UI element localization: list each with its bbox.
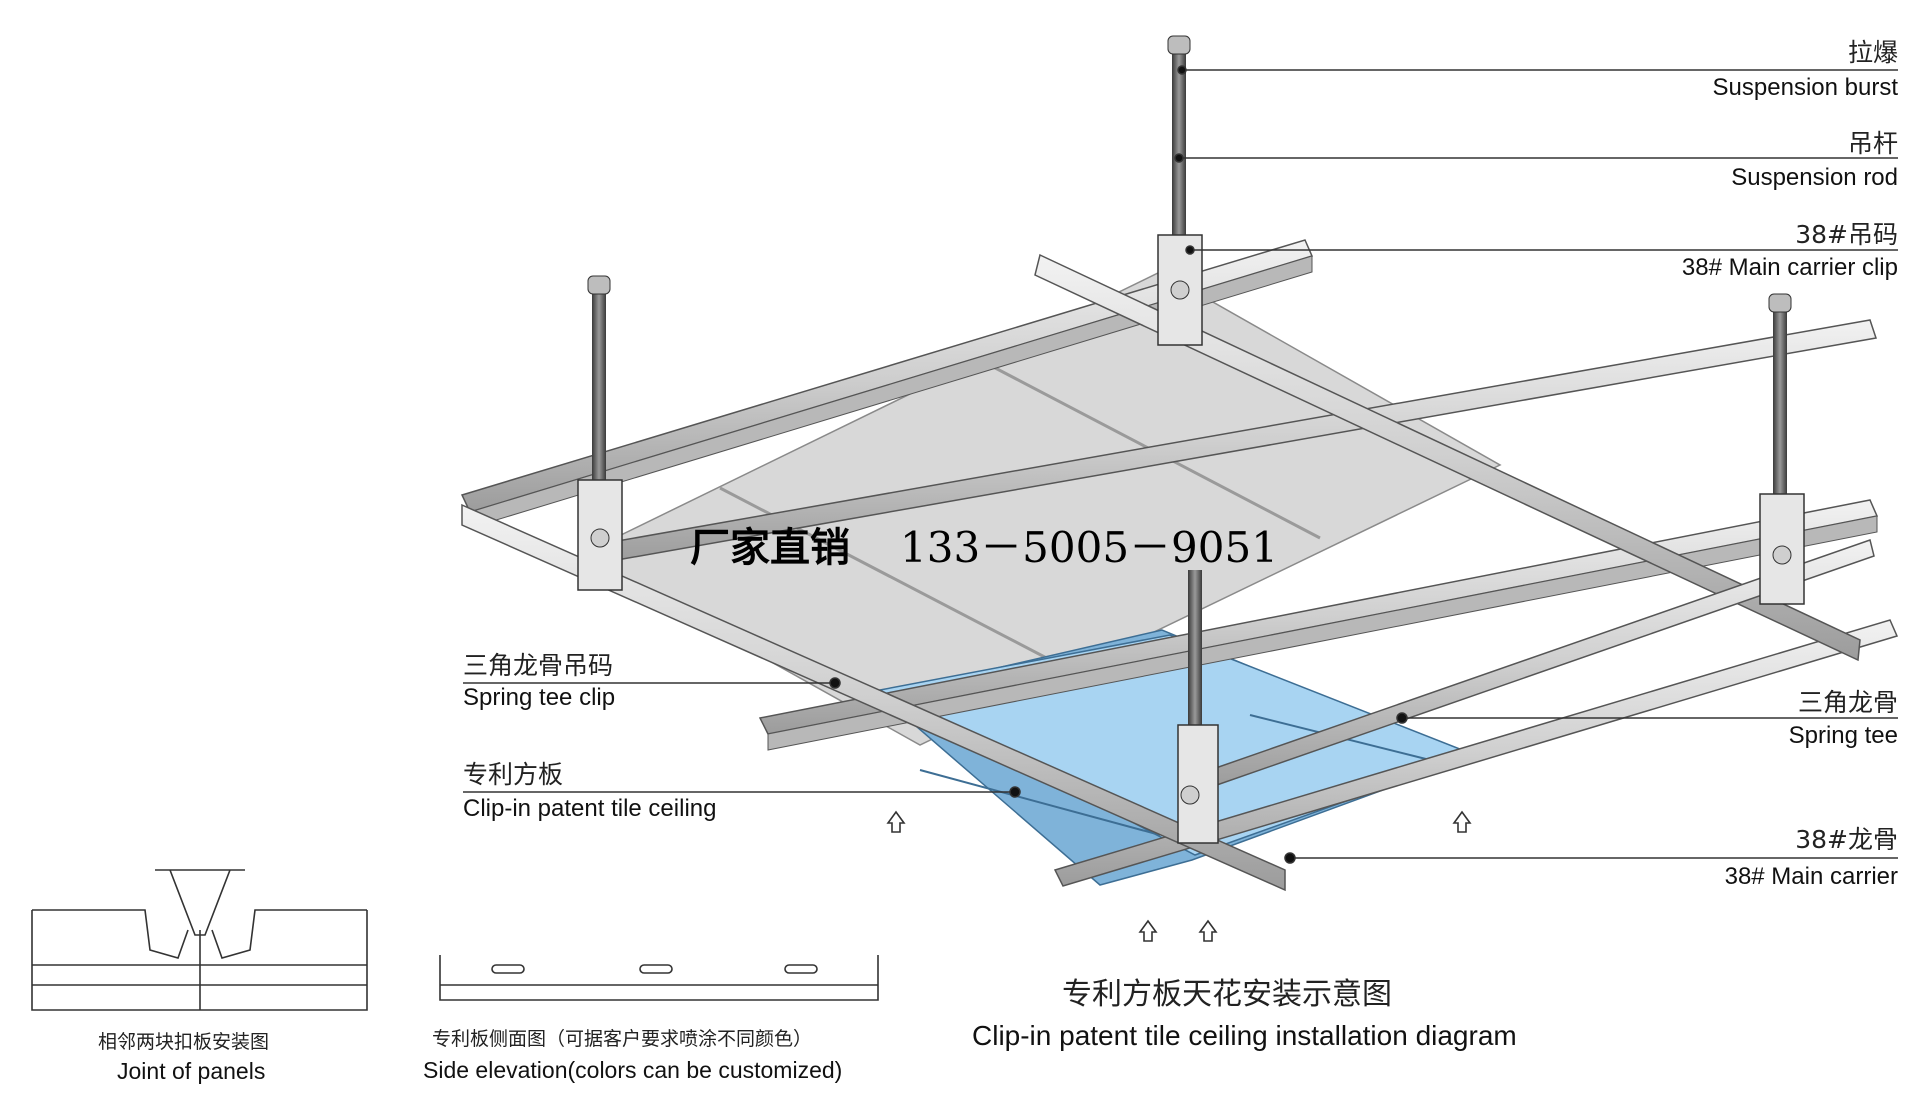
side-label-en: Side elevation(colors can be customized) [423, 1057, 843, 1083]
main-carrier-label-en: 38# Main carrier [1724, 863, 1898, 890]
suspension-rod-label-zh: 吊杆 [1847, 129, 1898, 158]
joint-of-panels-sketch [31, 869, 368, 1011]
promo-phone: 133－5005－9051 [900, 523, 1278, 572]
joint-label-zh: 相邻两块扣板安装图 [98, 1031, 270, 1053]
spring-tee-label-zh: 三角龙骨 [1797, 688, 1898, 717]
spring-tee-clip-label-en: Spring tee clip [463, 684, 616, 711]
spring-tee-clip-label-zh: 三角龙骨吊码 [463, 651, 614, 680]
side-label-zh: 专利板侧面图（可据客户要求喷涂不同颜色） [432, 1028, 813, 1050]
spring-tee-label-en: Spring tee [1788, 722, 1898, 749]
main-carrier-rails [460, 239, 1899, 887]
suspension-rod-label-en: Suspension rod [1731, 164, 1898, 191]
right-leader-lines [1174, 65, 1898, 864]
left-leader-lines [463, 677, 1021, 798]
suspension-burst-label-en: Suspension burst [1712, 74, 1898, 101]
side-elevation-sketch [439, 955, 879, 1001]
joint-label-en: Joint of panels [117, 1058, 266, 1084]
up-arrow-icon [886, 810, 1472, 942]
suspension-rods [577, 35, 1805, 844]
caption-en: Clip-in patent tile ceiling installation… [972, 1020, 1517, 1051]
main-carrier-clip-label-zh: 38#吊码 [1795, 220, 1898, 249]
main-carrier-label-zh: 38#龙骨 [1795, 825, 1898, 854]
main-carrier-clip-label-en: 38# Main carrier clip [1681, 254, 1898, 281]
patent-tile-label-zh: 专利方板 [463, 760, 564, 789]
patent-tile-label-en: Clip-in patent tile ceiling [463, 795, 717, 822]
suspension-burst-label-zh: 拉爆 [1847, 38, 1898, 67]
caption-zh: 专利方板天花安装示意图 [1062, 977, 1392, 1012]
promo-text: 厂家直销 [690, 525, 850, 571]
spring-tee-rails [461, 253, 1877, 892]
